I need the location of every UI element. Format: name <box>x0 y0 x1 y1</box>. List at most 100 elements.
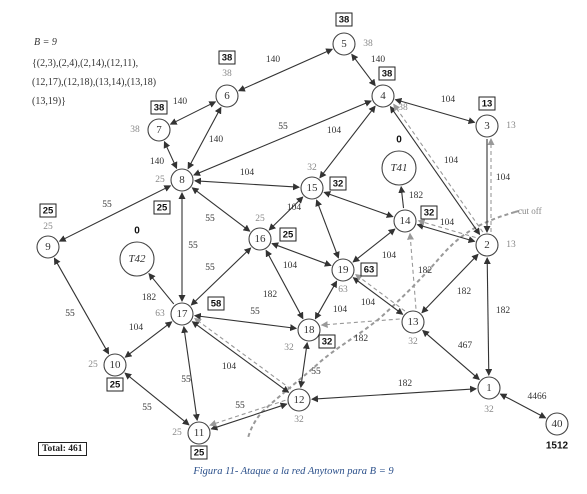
edge-label-17-11: 55 <box>181 375 191 385</box>
edge-12-11 <box>209 399 286 427</box>
edge-label-13-1: 467 <box>458 341 473 351</box>
grey-value-1: 32 <box>484 405 494 415</box>
edge-label-15-16: 104 <box>287 203 302 213</box>
boxed-value-15: 32 <box>329 176 347 191</box>
boxed-value-frame-4 <box>378 66 396 81</box>
grey-value-7: 38 <box>130 125 140 135</box>
node-circle-40 <box>545 412 569 436</box>
node-T42: T42 <box>119 241 155 277</box>
budget-label: B = 9 <box>34 37 57 48</box>
edge-5-6 <box>237 48 334 92</box>
edge-14-19 <box>352 228 396 263</box>
boxed-value-frame-14 <box>420 205 438 220</box>
boxed-value-11: 25 <box>190 445 208 460</box>
node-label-8: 8 <box>179 174 185 186</box>
node-circle-5 <box>332 32 356 56</box>
boxed-value-3: 13 <box>478 96 496 111</box>
edge-14-T41 <box>398 185 406 209</box>
node-8: 8 <box>170 168 194 192</box>
boxed-value-17: 58 <box>207 296 225 311</box>
edge-label-14-2: 104 <box>440 218 455 228</box>
edge-label-17-18: 55 <box>250 307 260 317</box>
node-5: 5 <box>332 32 356 56</box>
edge-label-14-T41: 182 <box>409 191 424 201</box>
node-label-10: 10 <box>110 359 122 371</box>
node-label-14: 14 <box>400 215 412 227</box>
node-label-6: 6 <box>224 90 230 102</box>
node-12: 12 <box>287 388 311 412</box>
grey-value-17: 63 <box>155 309 165 319</box>
edge-label-19-18: 104 <box>333 305 348 315</box>
grey-value-8: 25 <box>155 175 165 185</box>
grey-value-6: 38 <box>222 69 232 79</box>
node-circle-2 <box>475 233 499 257</box>
boxed-value-text-4: 38 <box>382 69 393 80</box>
edge-2-1 <box>483 256 493 377</box>
edge-label-10-11: 55 <box>142 403 152 413</box>
node-40: 40 <box>545 412 569 436</box>
node-9: 9 <box>36 235 60 259</box>
node-7: 7 <box>147 118 171 142</box>
boxed-value-4: 38 <box>378 66 396 81</box>
pairs-line-2: (12,17),(12,18),(13,14),(13,18) <box>32 77 157 88</box>
boxed-value-text-15: 32 <box>333 179 344 190</box>
edge-label-13-18: 182 <box>354 334 369 344</box>
cut-off-line <box>247 211 516 439</box>
edge-label-8-17: 55 <box>188 241 198 251</box>
edge-13-18 <box>320 318 400 329</box>
grey-value-2: 13 <box>506 240 516 250</box>
node-circle-19 <box>331 258 355 282</box>
boxed-value-text-9: 25 <box>43 206 54 217</box>
node-circle-11 <box>187 421 211 445</box>
node-19: 19 <box>331 258 355 282</box>
boxed-value-text-6: 38 <box>222 53 233 64</box>
node-label-9: 9 <box>45 241 51 253</box>
edge-label-4-2: 104 <box>444 156 459 166</box>
edge-label-8-15: 104 <box>240 168 255 178</box>
node-label-7: 7 <box>156 124 162 136</box>
node-14: 14 <box>393 209 417 233</box>
edge-8-16 <box>191 187 251 232</box>
edge-8-15 <box>193 177 301 191</box>
edge-15-19 <box>315 199 340 259</box>
cut-off-label: cut off <box>518 206 542 216</box>
boxed-value-text-19: 63 <box>364 265 375 276</box>
node-15: 15 <box>300 176 324 200</box>
node-circle-4 <box>371 84 395 108</box>
grey-value-4: 38 <box>398 103 408 113</box>
boxed-value-text-10: 25 <box>110 380 121 391</box>
boxed-value-text-18: 32 <box>322 337 333 348</box>
boxed-value-frame-9 <box>39 203 57 218</box>
boxed-value-19: 63 <box>360 262 378 277</box>
edge-label-16-17: 55 <box>205 263 215 273</box>
node-circle-14 <box>393 209 417 233</box>
node-label-2: 2 <box>484 239 490 251</box>
edge-17-10 <box>124 321 173 358</box>
grey-value-9: 25 <box>43 222 53 232</box>
edge-13-14 <box>406 232 417 309</box>
grey-value-16: 25 <box>255 214 265 224</box>
grey-value-18: 32 <box>284 343 294 353</box>
edge-label-4-3: 104 <box>441 95 456 105</box>
node-circle-6 <box>215 84 239 108</box>
edge-17-18 <box>193 312 298 332</box>
node-label-15: 15 <box>307 182 319 194</box>
node-label-1: 1 <box>486 382 492 394</box>
node-circle-8 <box>170 168 194 192</box>
edge-label-13-14: 182 <box>418 266 433 276</box>
edge-16-18 <box>265 249 304 320</box>
boxed-value-10: 25 <box>106 377 124 392</box>
grey-value-13: 32 <box>408 337 418 347</box>
edge-label-5-6: 140 <box>266 55 281 65</box>
boxed-value-9: 25 <box>39 203 57 218</box>
boxed-value-14: 32 <box>420 205 438 220</box>
boxed-value-frame-7 <box>150 100 168 115</box>
edge-label-2-13: 182 <box>457 287 472 297</box>
boxed-value-text-8: 25 <box>157 203 168 214</box>
boxed-value-8: 25 <box>153 200 171 215</box>
edge-label-16-18: 182 <box>263 290 278 300</box>
boxed-value-18: 32 <box>318 334 336 349</box>
grey-value-5: 38 <box>363 39 373 49</box>
node-label-18: 18 <box>304 324 316 336</box>
